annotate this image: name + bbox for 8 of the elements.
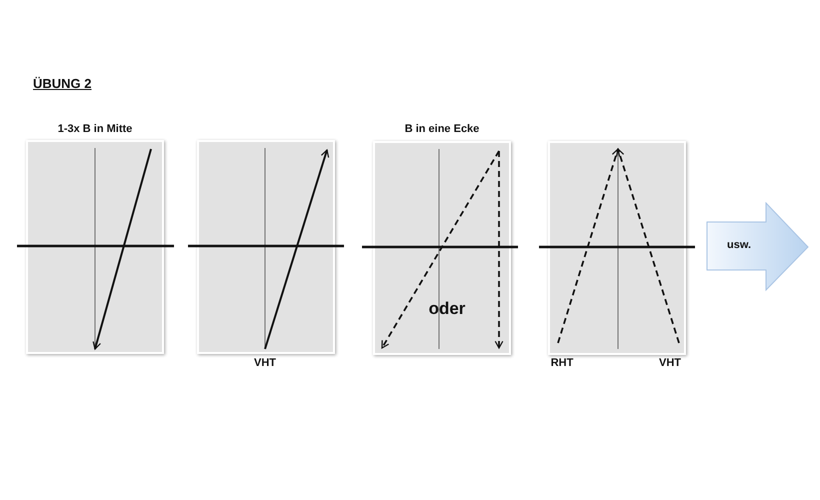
position-label: VHT <box>254 357 276 369</box>
position-label: RHT <box>550 357 574 369</box>
position-label: VHT <box>659 357 681 369</box>
panel-heading: B in eine Ecke <box>404 123 480 135</box>
continuation-text: usw. <box>727 239 752 251</box>
exercise-title: ÜBUNG 2 <box>33 76 92 91</box>
alternative-note: oder <box>428 299 466 319</box>
panel-heading: 1-3x B in Mitte <box>58 123 132 135</box>
